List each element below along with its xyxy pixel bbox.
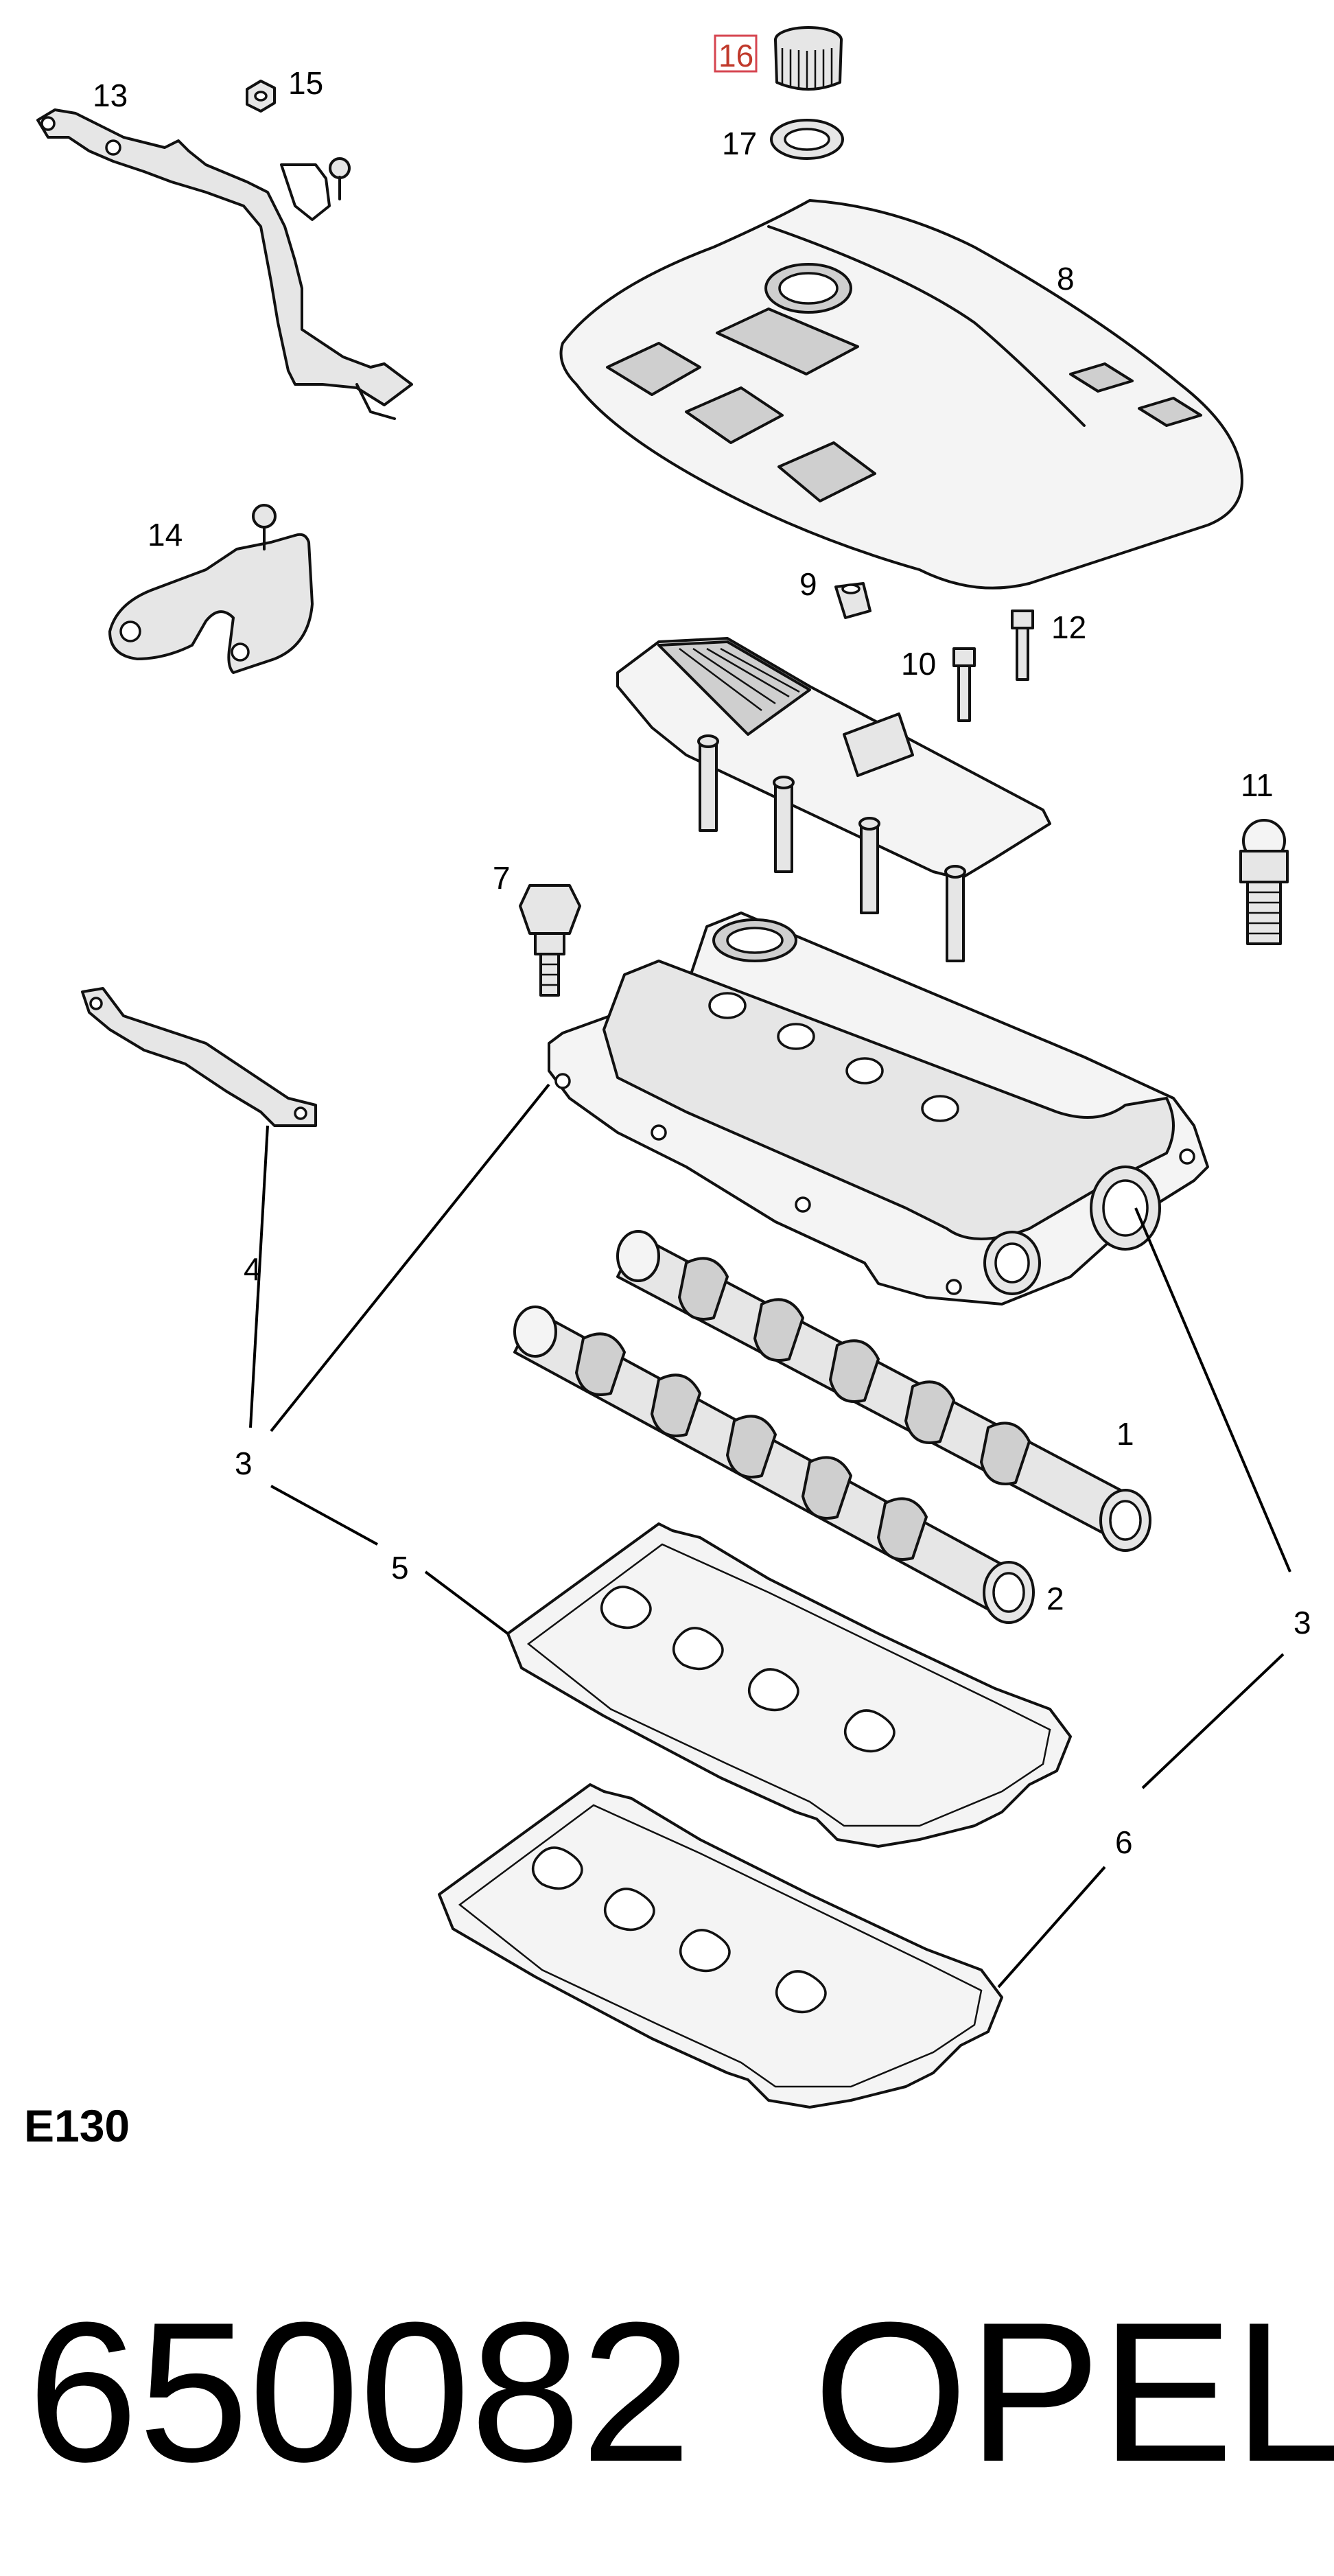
leader-3-left — [270, 1083, 550, 1432]
callout-16-highlight-box — [714, 34, 758, 73]
leader-3-right — [1134, 1207, 1291, 1573]
ball-stud-11[interactable] — [1239, 819, 1289, 945]
leader-4 — [249, 1125, 269, 1428]
camshaft-2[interactable] — [513, 1306, 1035, 1624]
camshaft-1[interactable] — [616, 1230, 1151, 1552]
camshaft-cover-3[interactable] — [548, 912, 1209, 1306]
bolt-10[interactable] — [952, 647, 976, 722]
callout-15: 15 — [288, 65, 323, 101]
callout-2: 2 — [1046, 1581, 1064, 1616]
callout-7: 7 — [493, 860, 511, 896]
bolt-12[interactable] — [1011, 610, 1034, 681]
bracket-14[interactable] — [108, 504, 314, 674]
part-number: 650082 — [27, 2281, 692, 2503]
callout-10: 10 — [901, 646, 936, 682]
cover-gasket-5[interactable] — [506, 1522, 1072, 1848]
seal-ring[interactable] — [770, 119, 844, 160]
ignition-module[interactable] — [616, 637, 1051, 962]
callout-1: 1 — [1116, 1416, 1134, 1452]
callout-12: 12 — [1051, 610, 1086, 645]
bracket-13[interactable] — [36, 108, 413, 420]
leader-5a — [270, 1485, 378, 1546]
oil-filler-cap[interactable] — [774, 26, 843, 91]
callout-13: 13 — [93, 78, 128, 113]
brand-name: OPEL — [813, 2281, 1334, 2503]
callout-17: 17 — [722, 126, 757, 161]
callout-5: 5 — [391, 1550, 409, 1586]
leader-5b — [424, 1570, 509, 1635]
engine-cover[interactable] — [559, 199, 1243, 590]
leader-6b — [997, 1866, 1106, 1988]
callout-16: 16 — [718, 38, 753, 73]
callout-6: 6 — [1115, 1824, 1133, 1860]
callout-8: 8 — [1057, 261, 1075, 297]
callouts: 1 2 3 3 4 5 6 7 8 9 10 11 12 13 14 15 16… — [93, 34, 1311, 1860]
nut-15[interactable] — [246, 80, 276, 113]
leader-6 — [1141, 1653, 1285, 1789]
leader-lines — [249, 1083, 1291, 1988]
callout-3-left: 3 — [235, 1446, 253, 1481]
callout-11: 11 — [1241, 767, 1274, 803]
callout-4: 4 — [244, 1251, 261, 1287]
callout-3-right: 3 — [1294, 1605, 1311, 1640]
cover-gasket-6[interactable] — [438, 1783, 1003, 2109]
diagram-code: E130 — [24, 2100, 130, 2151]
callout-14: 14 — [148, 517, 183, 553]
breather-bracket-4[interactable] — [81, 987, 317, 1127]
cover-bolt-7[interactable] — [519, 884, 581, 997]
grommet-9[interactable] — [834, 582, 871, 619]
callout-9: 9 — [799, 566, 817, 602]
